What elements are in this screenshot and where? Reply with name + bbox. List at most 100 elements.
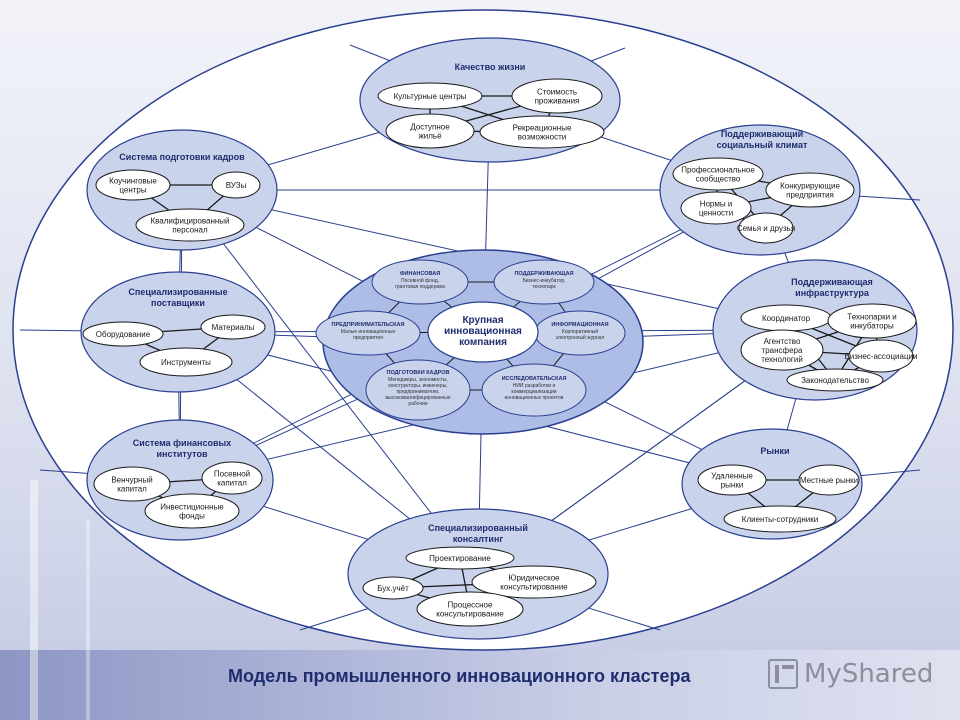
item-node: Проектирование [405,546,515,570]
group-title: Система подготовки кадров [119,152,245,162]
center-node-title: ИССЛЕДОВАТЕЛЬСКАЯ [502,376,567,382]
item-node: Координатор [740,304,832,332]
item-node: Культурные центры [377,82,483,110]
item-ellipse [511,78,603,114]
center-node-title: ПРЕДПРИНИМАТЕЛЬСКАЯ [332,322,405,328]
item-ellipse [479,115,605,149]
item-label: Бизнес-ассоциации [845,352,918,361]
item-node: ВУЗы [211,171,261,199]
item-ellipse [672,157,764,191]
item-ellipse [144,493,240,529]
item-ellipse [201,461,263,495]
item-ellipse [211,171,261,199]
center-node-title: ПОДДЕРЖИВАЮЩАЯ [514,271,573,277]
item-label: ВУЗы [226,181,247,190]
item-label: Семья и друзья [737,224,795,233]
item-node: Бух.учёт [362,576,424,600]
item-label: Оборудование [96,330,151,339]
center-node-title: ФИНАНСОВАЯ [400,271,440,277]
item-ellipse [738,212,794,244]
item-ellipse [765,172,855,208]
group-bubble [347,508,609,640]
center-node-text: Менеджеры, экономисты,конструкторы, инже… [385,377,451,407]
item-node: Материалы [200,314,266,340]
item-label: Инструменты [161,358,211,367]
center-main-ellipse [427,301,539,363]
item-ellipse [135,208,245,242]
item-label: Бух.учёт [377,584,409,593]
group-title: Рынки [760,446,789,456]
item-label: Законодательство [801,376,869,385]
item-label: Культурные центры [394,92,467,101]
item-ellipse [405,546,515,570]
center-node-text: Бизнес-инкубатор,технопарк [522,278,565,290]
item-node: Оборудование [82,321,164,347]
myshared-logo[interactable]: MyShared [768,656,933,692]
item-ellipse [93,466,171,502]
item-node: Инструменты [139,347,233,377]
logo-icon [768,659,798,689]
item-ellipse [723,505,837,533]
item-ellipse [697,464,767,496]
item-node: Семья и друзья [737,212,795,244]
item-node: Клиенты-сотрудники [723,505,837,533]
item-ellipse [827,303,917,339]
item-ellipse [95,169,171,201]
item-node: Местные рынки [798,464,860,496]
center-node-title: ПОДГОТОВКИ КАДРОВ [386,370,449,376]
center-node-ellipse [493,259,595,305]
item-label: Местные рынки [800,476,858,485]
logo-text: MyShared [804,659,934,689]
item-ellipse [848,339,914,373]
center-node-ellipse [371,259,469,305]
item-label: Координатор [762,314,811,323]
center-node-text: Посевной фонд,грантовая поддержка [395,277,445,290]
item-label: Проектирование [429,554,491,563]
item-node: Законодательство [786,368,884,392]
center-node-ellipse [365,359,471,421]
item-label: Клиенты-сотрудники [742,515,818,524]
item-ellipse [786,368,884,392]
